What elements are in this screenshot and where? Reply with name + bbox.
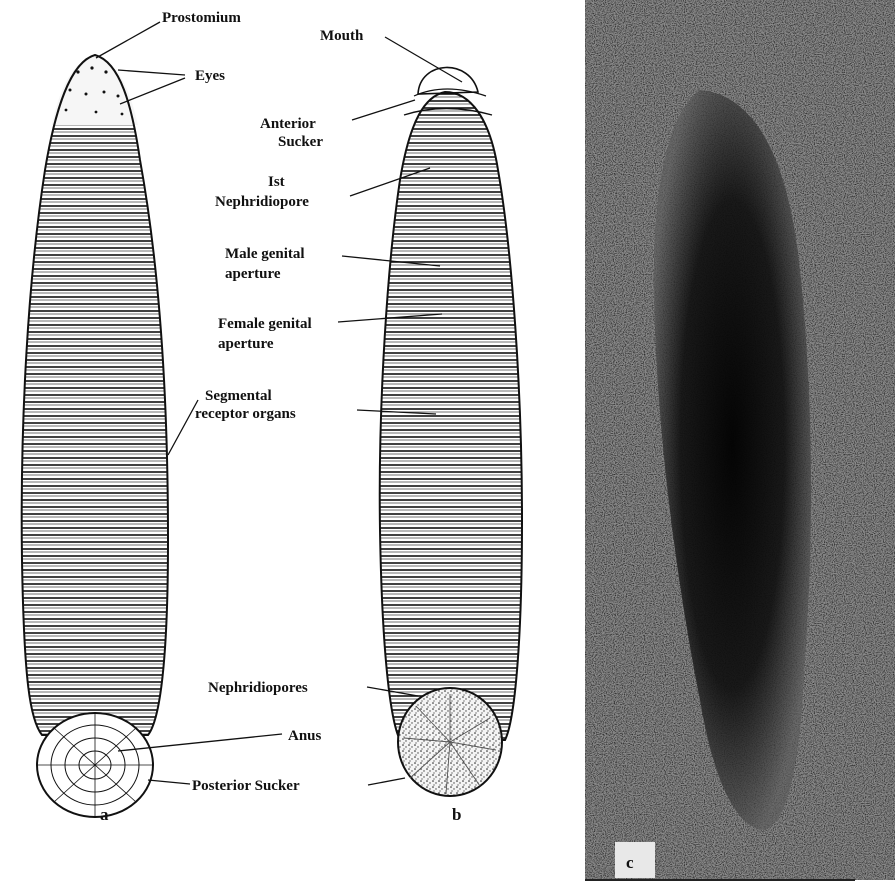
label-nephridiopore-1: Ist <box>268 174 285 190</box>
panel-letter-b: b <box>452 805 461 824</box>
label-posterior-sucker: Posterior Sucker <box>192 778 300 794</box>
label-female-2: aperture <box>218 336 274 352</box>
specimen-a <box>15 50 175 817</box>
label-segmental-2: receptor organs <box>195 406 296 422</box>
label-anterior-sucker-2: Sucker <box>278 134 323 150</box>
labels: Prostomium Eyes Segmental receptor organ… <box>100 10 634 872</box>
label-mouth: Mouth <box>320 28 364 44</box>
panel-letter-a: a <box>100 805 109 824</box>
specimen-b <box>370 67 530 796</box>
label-male-1: Male genital <box>225 246 305 262</box>
label-eyes: Eyes <box>195 68 225 84</box>
label-prostomium: Prostomium <box>162 10 241 26</box>
label-female-1: Female genital <box>218 316 312 332</box>
label-male-2: aperture <box>225 266 281 282</box>
posterior-sucker-a <box>37 713 153 817</box>
label-anterior-sucker-1: Anterior <box>260 116 316 132</box>
label-nephridiopore-2: Nephridiopore <box>215 194 309 210</box>
panel-letter-c: c <box>626 853 634 872</box>
specimen-photo <box>585 0 895 880</box>
label-segmental-1: Segmental <box>205 388 272 404</box>
label-nephridiopores: Nephridiopores <box>208 680 308 696</box>
label-anus: Anus <box>288 728 322 744</box>
posterior-sucker-b <box>398 688 502 796</box>
